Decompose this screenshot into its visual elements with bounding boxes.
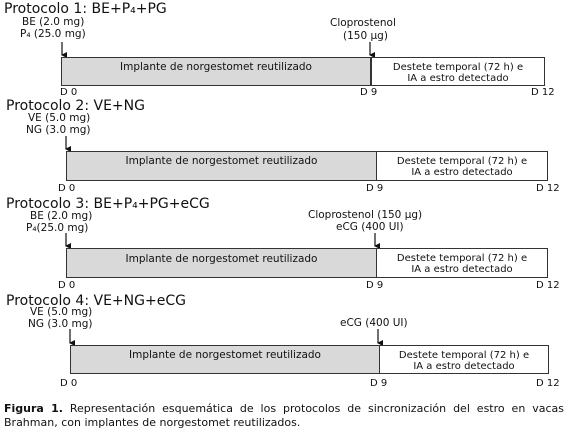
- p4-day-end: D 12: [536, 378, 560, 389]
- p4-weaning-bar: Destete temporal (72 h) e IA a estro det…: [379, 345, 549, 374]
- p2-weaning-line2: IA a estro detectado: [411, 167, 513, 178]
- p4-implant-bar: Implante de norgestomet reutilizado: [70, 345, 380, 374]
- p3-weaning-bar: Destete temporal (72 h) e IA a estro det…: [376, 248, 548, 278]
- p1-day9-label1: Cloprostenol: [330, 17, 396, 29]
- p2-implant-label: Implante de norgestomet reutilizado: [125, 155, 318, 167]
- p4-day-start: D 0: [60, 378, 78, 389]
- p4-drug1: VE (5.0 mg): [30, 306, 93, 318]
- p3-day-end: D 12: [536, 280, 560, 291]
- p3-drug1: BE (2.0 mg): [30, 210, 93, 222]
- p3-title: Protocolo 3: BE+P₄+PG+eCG: [6, 196, 210, 212]
- p2-weaning-line1: Destete temporal (72 h) e: [396, 156, 528, 167]
- p1-weaning-bar: Destete temporal (72 h) e IA a estro det…: [371, 57, 545, 86]
- p4-weaning-line1: Destete temporal (72 h) e: [398, 350, 530, 361]
- p2-title: Protocolo 2: VE+NG: [6, 98, 145, 114]
- p3-implant-label: Implante de norgestomet reutilizado: [125, 253, 318, 265]
- p1-day9-label2: (150 µg): [343, 30, 388, 42]
- p3-day9-label1: Cloprostenol (150 µg): [308, 209, 423, 221]
- p1-weaning-line1: Destete temporal (72 h) e: [392, 62, 524, 73]
- p1-implant-bar: Implante de norgestomet reutilizado: [61, 57, 371, 86]
- p1-implant-label: Implante de norgestomet reutilizado: [120, 61, 312, 73]
- p2-drug2: NG (3.0 mg): [26, 124, 91, 136]
- p3-day-mid: D 9: [366, 280, 384, 291]
- p3-drug2: P₄(25.0 mg): [26, 222, 89, 234]
- p2-weaning-bar: Destete temporal (72 h) e IA a estro det…: [376, 151, 548, 181]
- p3-implant-bar: Implante de norgestomet reutilizado: [66, 248, 377, 278]
- p1-drug1: BE (2.0 mg): [22, 16, 85, 28]
- p1-day-start: D 0: [60, 87, 78, 98]
- p4-day-mid: D 9: [370, 378, 388, 389]
- p3-day-start: D 0: [58, 280, 76, 291]
- p2-day-end: D 12: [536, 183, 560, 194]
- p2-day-mid: D 9: [366, 183, 384, 194]
- p4-drug2: NG (3.0 mg): [28, 318, 93, 330]
- figure-caption: Figura 1. Representación esquemática de …: [4, 402, 564, 430]
- p4-day9-label1: eCG (400 UI): [340, 317, 408, 329]
- p2-implant-bar: Implante de norgestomet reutilizado: [66, 151, 377, 181]
- p1-weaning-line2: IA a estro detectado: [407, 73, 509, 84]
- p1-drug2: P₄ (25.0 mg): [20, 28, 86, 40]
- p4-title: Protocolo 4: VE+NG+eCG: [6, 293, 186, 309]
- p1-title: Protocolo 1: BE+P₄+PG: [4, 1, 167, 17]
- p1-day-end: D 12: [531, 87, 555, 98]
- p3-weaning-line1: Destete temporal (72 h) e: [396, 253, 528, 264]
- caption-text: Representación esquemática de los protoc…: [4, 402, 565, 429]
- p4-implant-label: Implante de norgestomet reutilizado: [129, 349, 321, 361]
- p3-weaning-line2: IA a estro detectado: [411, 264, 513, 275]
- caption-label: Figura 1.: [4, 402, 63, 415]
- p4-weaning-line2: IA a estro detectado: [413, 361, 515, 372]
- p3-day9-label2: eCG (400 UI): [336, 221, 404, 233]
- p2-drug1: VE (5.0 mg): [28, 112, 91, 124]
- p2-day-start: D 0: [58, 183, 76, 194]
- p1-day-mid: D 9: [360, 87, 378, 98]
